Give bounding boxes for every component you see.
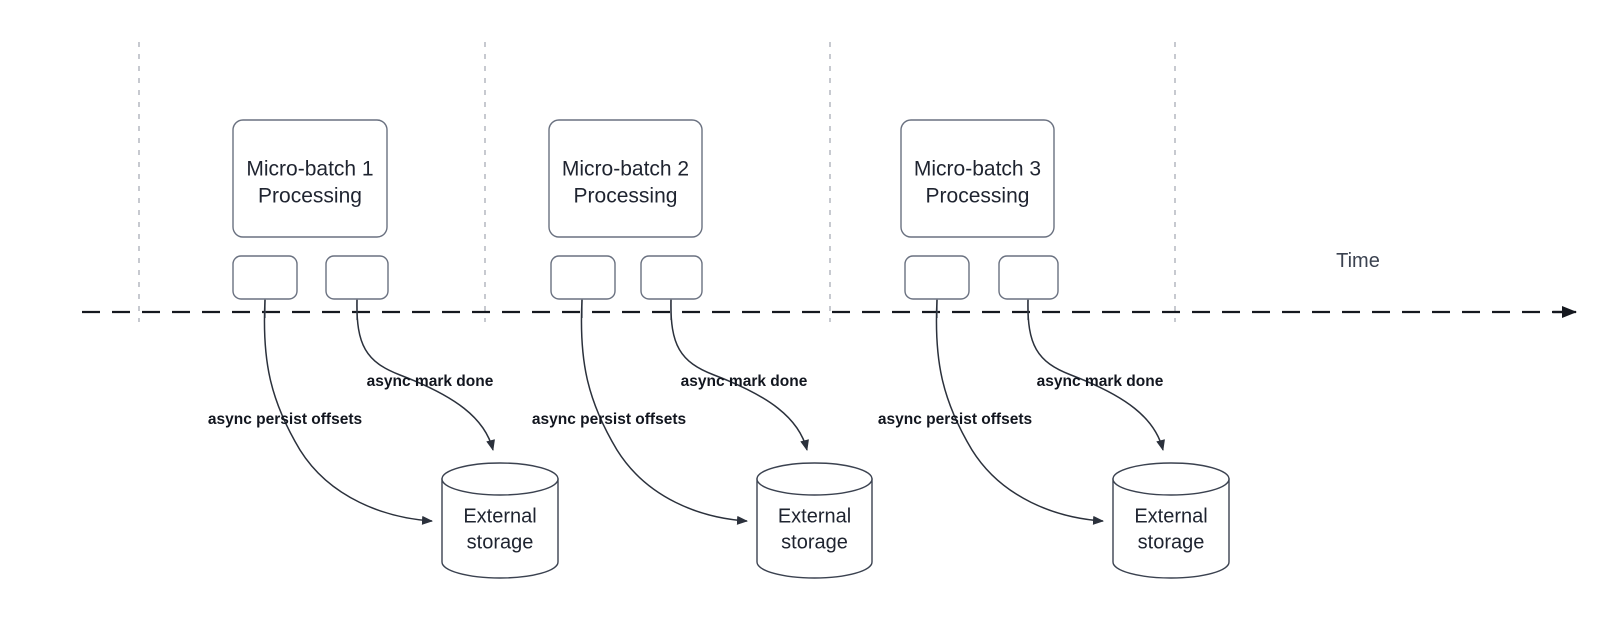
external-storage-label-line2: storage — [1138, 532, 1205, 554]
edge-persist-offsets-label: async persist offsets — [878, 411, 1032, 428]
micro-batch-process-label-line2: Processing — [574, 185, 678, 208]
external-storage-label-line1: External — [778, 506, 851, 528]
edge-persist-offsets-arrow — [580, 299, 748, 525]
micro-batch-process-label-line2: Processing — [926, 185, 1030, 208]
micro-batch-process-label-line1: Micro-batch 1 — [246, 158, 373, 181]
time-axis: Time — [82, 250, 1577, 318]
edge-persist-offsets-label: async persist offsets — [208, 411, 362, 428]
mini-box-persist[interactable] — [232, 255, 298, 300]
external-storage-cylinder-body[interactable] — [1112, 478, 1230, 579]
external-storage-cylinder-body[interactable] — [441, 478, 559, 579]
external-storage-label-line1: External — [463, 506, 536, 528]
external-storage-cylinder-top — [441, 462, 559, 496]
external-storage-cylinder-top — [756, 462, 873, 496]
external-storage-label-line2: storage — [467, 532, 534, 554]
edge-mark-done-arrow — [670, 299, 809, 451]
external-storage-cylinder-body[interactable] — [756, 478, 873, 579]
micro-batch-process-label-line2: Processing — [258, 185, 362, 208]
edge-mark-done-label: async mark done — [681, 373, 808, 390]
mini-box-mark[interactable] — [640, 255, 703, 300]
edge-persist-offsets-arrow — [263, 299, 433, 525]
edge-persist-offsets-arrow — [935, 299, 1104, 525]
time-axis-label: Time — [1336, 250, 1380, 272]
mini-box-mark[interactable] — [998, 255, 1059, 300]
mini-box-mark[interactable] — [325, 255, 389, 300]
micro-batch-process-box[interactable] — [232, 119, 388, 238]
micro-batch-process-box[interactable] — [900, 119, 1055, 238]
mini-box-persist[interactable] — [550, 255, 616, 300]
edge-mark-done-label: async mark done — [1037, 373, 1164, 390]
edge-mark-done-label: async mark done — [367, 373, 494, 390]
edge-mark-done-arrow — [1027, 299, 1165, 451]
micro-batch-process-box[interactable] — [548, 119, 703, 238]
external-storage-cylinder-top — [1112, 462, 1230, 496]
micro-batch-process-label-line1: Micro-batch 2 — [562, 158, 689, 181]
edge-mark-done-arrow — [356, 299, 495, 451]
external-storage-label-line2: storage — [781, 532, 848, 554]
micro-batch-process-label-line1: Micro-batch 3 — [914, 158, 1041, 181]
mini-box-persist[interactable] — [904, 255, 970, 300]
external-storage-label-line1: External — [1134, 506, 1207, 528]
edge-persist-offsets-label: async persist offsets — [532, 411, 686, 428]
